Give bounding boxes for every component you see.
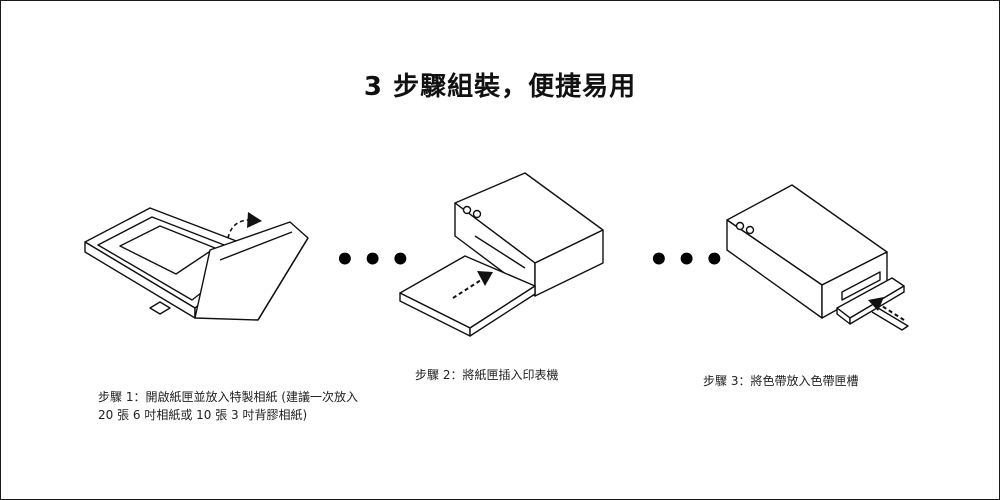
step2-printer-insert-illustration	[395, 168, 615, 343]
flip-arrow-icon	[228, 220, 250, 238]
function-button-icon	[474, 211, 481, 218]
step2-caption: 步驟 2：將紙匣插入印表機	[415, 368, 559, 382]
ribbon-slot	[842, 272, 880, 300]
power-button-icon	[737, 223, 744, 230]
power-button-icon	[464, 207, 471, 214]
step-separator-2: •••	[648, 240, 732, 280]
printer-front-right	[535, 230, 603, 296]
function-button-icon	[747, 227, 754, 234]
insert-arrow-icon	[882, 306, 904, 320]
step3-ribbon-insert-illustration	[722, 180, 922, 340]
step1-paper-tray-illustration	[80, 190, 320, 340]
page-title: 3 步驟組裝，便捷易用	[363, 72, 637, 102]
step1-caption: 步驟 1：開啟紙匣並放入特製相紙 (建議一次放入 20 張 6 吋相紙或 10 …	[98, 390, 358, 422]
insert-arrow-icon	[453, 280, 481, 298]
step3-caption: 步驟 3：將色帶放入色帶匣槽	[703, 374, 859, 388]
